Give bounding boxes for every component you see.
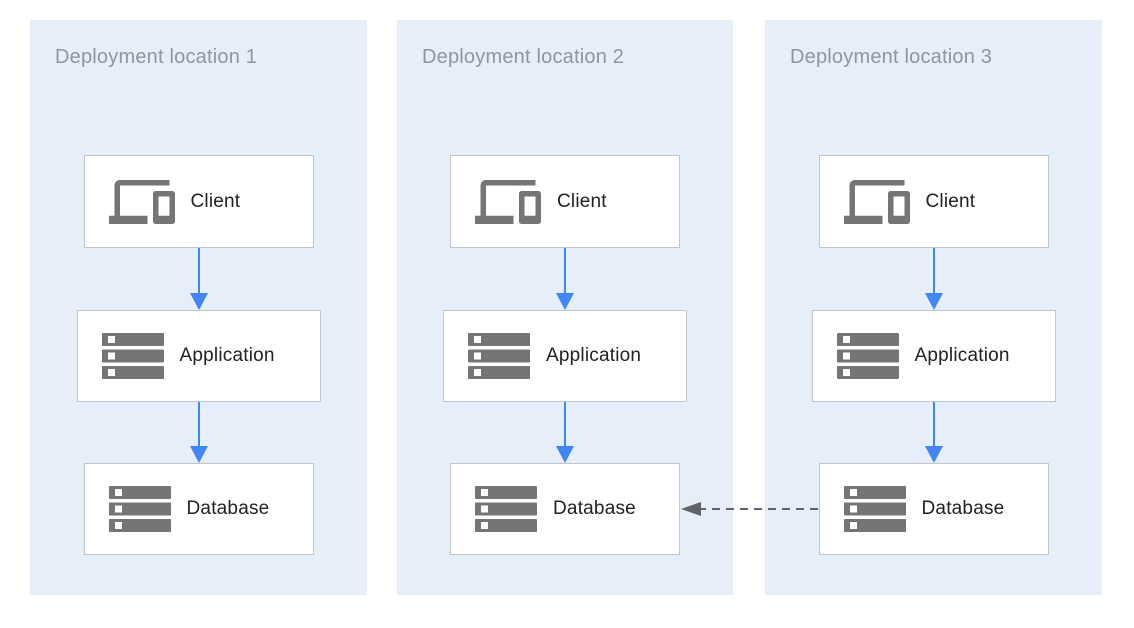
client-devices-icon	[843, 169, 910, 235]
client-devices-icon	[475, 169, 541, 235]
panel-title: Deployment location 3	[790, 46, 993, 68]
application-node: Application	[811, 310, 1056, 402]
server-stack-icon	[468, 333, 530, 379]
client-node: Client	[818, 155, 1049, 248]
node-label: Application	[546, 345, 642, 366]
flow-arrow-down-icon	[556, 248, 574, 310]
flow-arrow-down-icon	[924, 248, 943, 310]
deployment-panel-2: Deployment location 2 Client	[397, 20, 733, 595]
server-stack-icon	[475, 486, 537, 532]
client-node: Client	[450, 155, 680, 248]
node-label: Application	[179, 345, 275, 366]
server-stack-icon	[843, 486, 906, 532]
database-node: Database	[450, 463, 680, 555]
application-node: Application	[76, 310, 321, 402]
flow-arrow-down-icon	[189, 248, 208, 310]
client-node: Client	[83, 155, 314, 248]
panel-title: Deployment location 2	[422, 46, 625, 68]
panel-title: Deployment location 1	[55, 46, 258, 68]
node-label: Client	[925, 190, 976, 212]
node-label: Client	[190, 190, 241, 212]
node-label: Client	[557, 190, 607, 212]
server-stack-icon	[836, 333, 899, 379]
deployment-panel-3: Deployment location 3 Client	[765, 20, 1102, 595]
application-node: Application	[443, 310, 687, 402]
server-stack-icon	[101, 333, 164, 379]
client-devices-icon	[108, 169, 175, 235]
database-node: Database	[83, 463, 314, 555]
node-label: Application	[914, 345, 1010, 366]
node-label: Database	[553, 498, 636, 519]
node-label: Database	[921, 498, 1005, 519]
flow-arrow-down-icon	[189, 402, 208, 463]
node-label: Database	[186, 498, 270, 519]
flow-arrow-down-icon	[924, 402, 943, 463]
database-node: Database	[818, 463, 1049, 555]
server-stack-icon	[108, 486, 171, 532]
deployment-panel-1: Deployment location 1 Client	[30, 20, 367, 595]
flow-arrow-down-icon	[556, 402, 574, 463]
replication-dashed-arrow-icon	[681, 502, 818, 516]
